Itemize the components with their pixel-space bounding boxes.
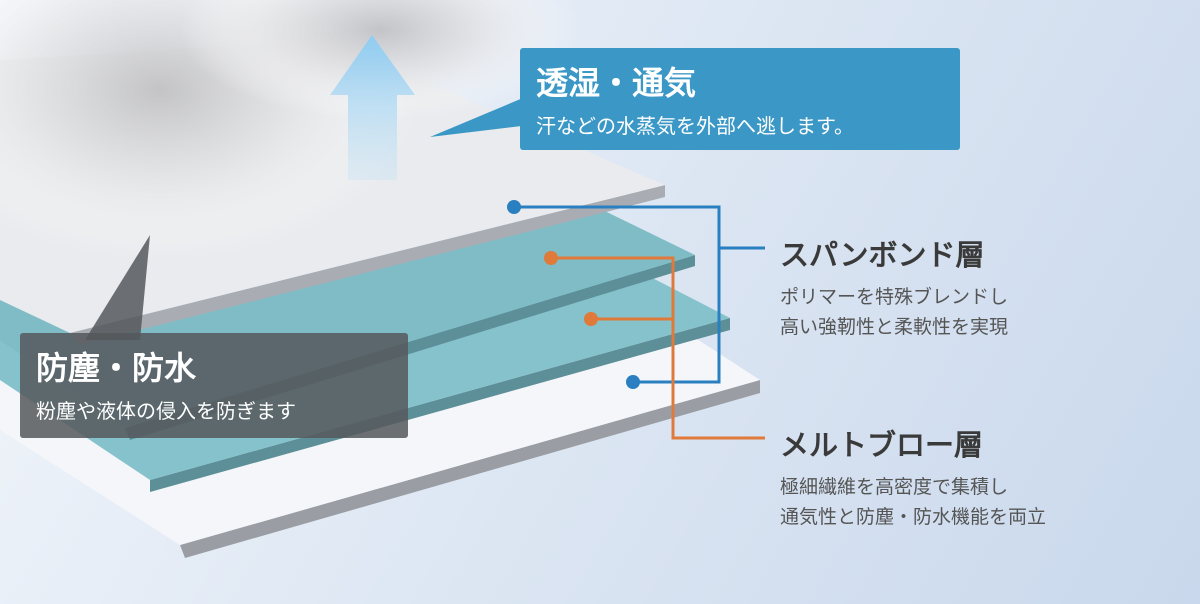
meltblown-desc-line: 極細繊維を高密度で集積し: [780, 476, 1009, 498]
spunbond-title: スパンボンド層: [780, 238, 985, 272]
breathable-title: 透湿・通気: [536, 64, 697, 102]
spunbond-marker: [626, 375, 640, 389]
meltblown-marker: [544, 251, 558, 265]
protection-desc: 粉塵や液体の侵入を防ぎます: [36, 399, 296, 423]
callout-pointer: [85, 235, 150, 340]
protection-title: 防塵・防水: [36, 349, 197, 387]
meltblown-marker: [584, 312, 598, 326]
spunbond-leader-line: [514, 205, 765, 384]
meltblown-leader-line: [551, 256, 765, 440]
meltblown-title: メルトブロー層: [780, 428, 984, 462]
breathable-callout: 透湿・通気 汗などの水蒸気を外部へ逃します。: [520, 48, 960, 150]
spunbond-desc-line: 高い強靭性と柔軟性を実現: [780, 316, 1009, 338]
spunbond-desc-line: ポリマーを特殊ブレンドし: [780, 286, 1009, 308]
spunbond-label: スパンボンド層 ポリマーを特殊ブレンドし 高い強靭性と柔軟性を実現: [780, 232, 1008, 342]
meltblown-desc-line: 通気性と防塵・防水機能を両立: [780, 506, 1047, 528]
vapor-arrow-icon: [330, 35, 415, 180]
breathable-desc: 汗などの水蒸気を外部へ逃します。: [536, 114, 854, 138]
callout-pointer: [430, 95, 530, 137]
meltblown-label: メルトブロー層 極細繊維を高密度で集積し 通気性と防塵・防水機能を両立: [780, 422, 1046, 532]
spunbond-marker: [507, 200, 521, 214]
protection-callout: 防塵・防水 粉塵や液体の侵入を防ぎます: [20, 333, 408, 438]
